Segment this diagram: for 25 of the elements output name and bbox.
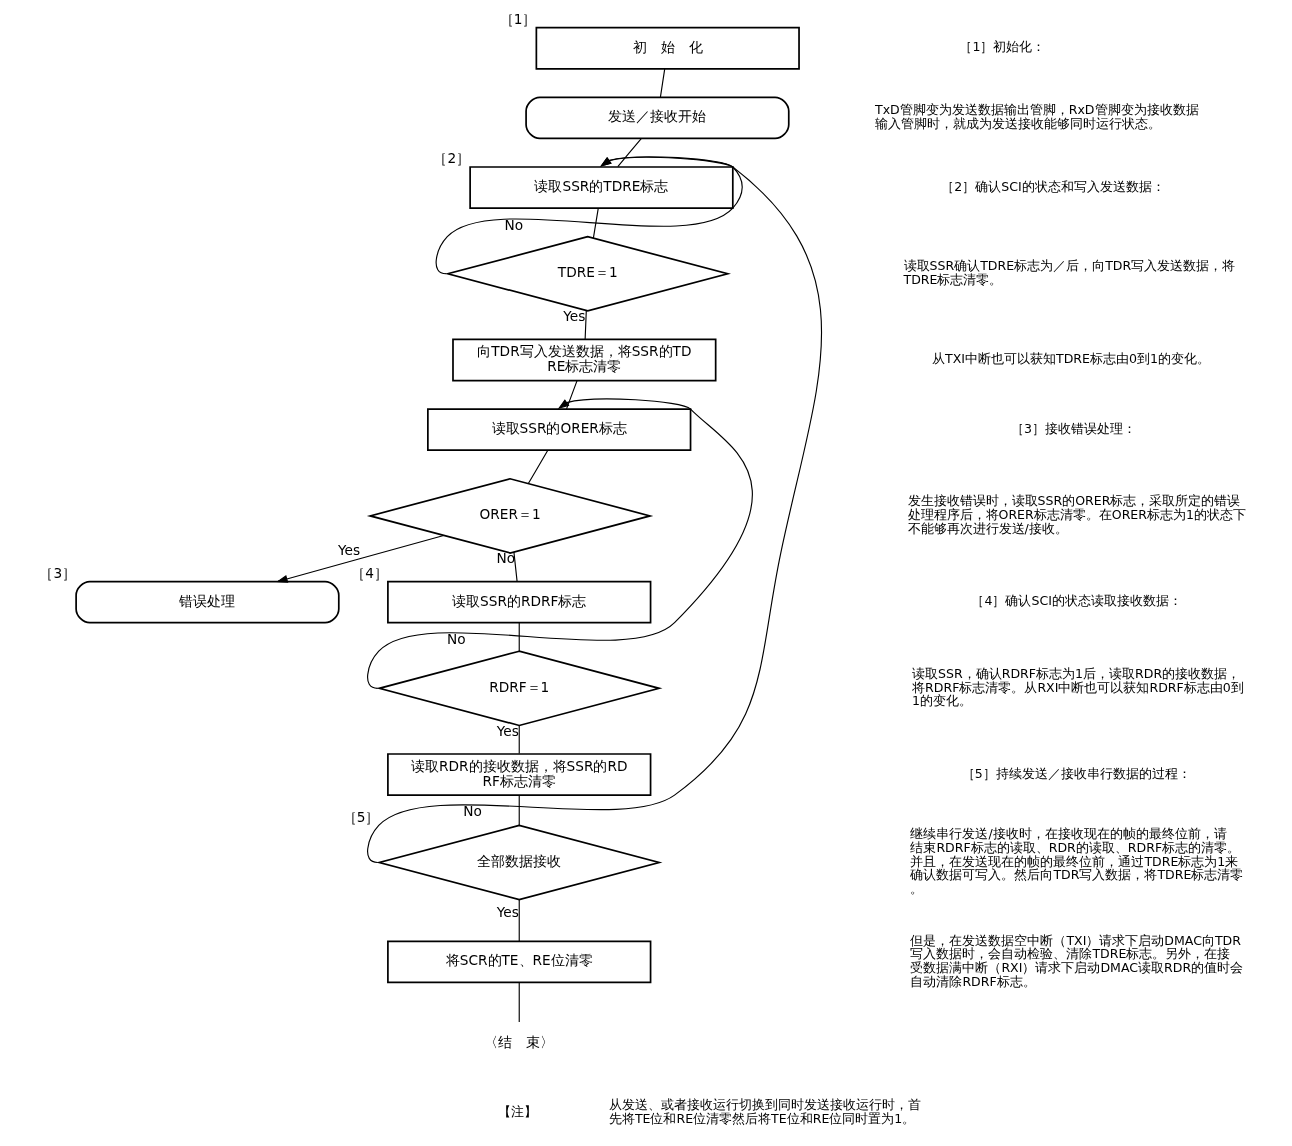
node-label: ［3］ [39,564,77,581]
label: 读取SSR确认TDRE标志为／后，向TDR写入发送数据，将TDRE标志清零。 [903,258,1236,287]
node-text: 〈结 束〉 [484,1033,555,1050]
label: TxD管脚变为发送数据输出管脚，RxD管脚变为接收数据输入管脚时，就成为发送接收能够同时运行状态。 [874,102,1199,131]
node-label: ［2］ [433,150,471,167]
node-label: ［5］ [342,808,380,825]
label: ［3］接收错误处理： [1010,420,1136,436]
label: 继续串行发送/接收时，在接收现在的帧的最终位前，请结束RDRF标志的读取、RDR的读取、RDRF标志的清零。并且，在发送现在的帧的最终位前，通过TDRE标志为1来确认数据可写入。然后向TDR写入数据，将TDRE标志清零。 [910,826,1244,897]
edge-label: No [447,630,466,647]
label: 【注】 [497,1103,537,1119]
node-label: ［1］ [499,10,537,27]
label: 读取SSR，确认RDRF标志为1后，读取RDR的接收数据，将RDRF标志清零。从RXI中断也可以获知RDRF标志由0到1的变化。 [912,665,1244,709]
label: ［2］确认SCI的状态和写入发送数据： [941,178,1165,194]
edge-label: No [504,216,524,233]
label: 从TXI中断也可以获知TDRE标志由0到1的变化。 [932,351,1210,367]
edge-label: Yes [496,904,519,921]
node-label: ［4］ [351,564,388,581]
label: 从发送、或者接收运行切换到同时发送接收运行时，首先将TE位和RE位清零然后将TE位和RE位同时置为1。 [608,1096,921,1126]
edge-label: No [463,802,482,819]
label: 但是，在发送数据空中断（TXI）请求下启动DMAC向TDR写入数据时，会自动检验、清除TDRE标志。另外，在接受数据满中断（RXI）请求下启动DMAC读取RDR的值时会自动清除RDRF标志。 [910,932,1244,989]
edge-label: Yes [338,541,361,558]
label: ［5］持续发送／接收串行数据的过程： [961,765,1191,781]
label: ［1］初始化： [959,39,1046,55]
label: ［4］确认SCI的状态读取接收数据： [971,593,1182,609]
label: 发生接收错误时，读取SSR的ORER标志，采取所定的错误处理程序后，将ORER标志清零。在ORER标志为1的状态下不能够再次进行发送/接收。 [907,493,1246,536]
